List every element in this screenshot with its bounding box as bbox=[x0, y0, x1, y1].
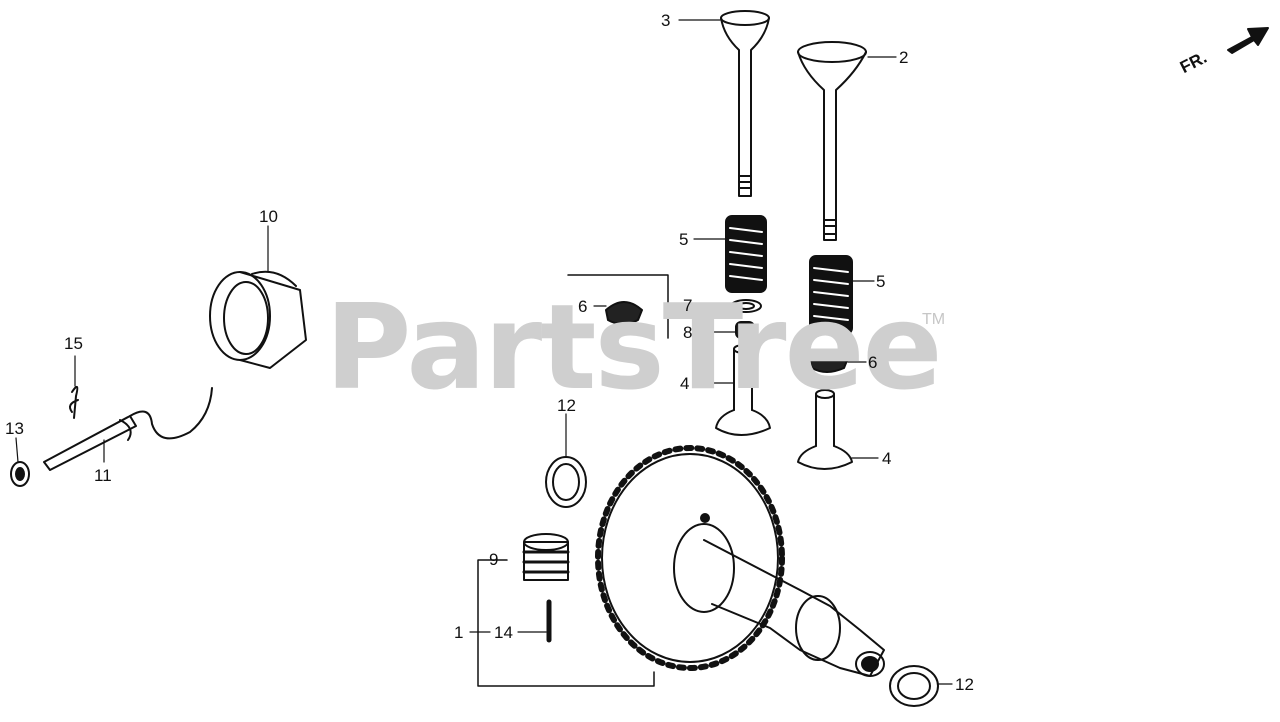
callout-13: 13 bbox=[5, 419, 24, 438]
part-6-spring-retainer bbox=[807, 349, 849, 373]
part-12-thrust-washer bbox=[545, 456, 587, 508]
callout-14: 14 bbox=[494, 623, 513, 642]
callout-11: 11 bbox=[94, 466, 112, 485]
callout-6: 6 bbox=[868, 353, 878, 372]
part-5-valve-spring bbox=[809, 255, 853, 335]
part-2-valve bbox=[797, 41, 867, 241]
callout-6: 6 bbox=[578, 297, 588, 316]
callout-12: 12 bbox=[955, 675, 974, 694]
group-bracket bbox=[477, 559, 655, 687]
part-8-cotter bbox=[735, 321, 755, 339]
callout-9: 9 bbox=[489, 550, 499, 569]
leader-lines bbox=[15, 19, 953, 685]
part-4-tappet bbox=[715, 344, 771, 436]
callout-7: 7 bbox=[683, 296, 693, 315]
watermark-trademark: TM bbox=[922, 311, 946, 328]
part-15-clip bbox=[69, 385, 79, 419]
callout-4: 4 bbox=[882, 449, 892, 468]
callout-4: 4 bbox=[680, 374, 690, 393]
part-12-thrust-washer bbox=[889, 665, 939, 707]
part-5-valve-spring bbox=[725, 215, 767, 293]
part-6-spring-retainer bbox=[605, 301, 643, 325]
callout-8: 8 bbox=[683, 323, 693, 342]
callout-1: 1 bbox=[454, 623, 464, 642]
group-bracket bbox=[567, 274, 669, 339]
part-1-camshaft bbox=[595, 445, 885, 677]
callout-2: 2 bbox=[899, 48, 909, 67]
callout-3: 3 bbox=[661, 11, 671, 30]
callout-15: 15 bbox=[64, 334, 83, 353]
part-3-valve bbox=[720, 10, 770, 197]
callout-5: 5 bbox=[876, 272, 886, 291]
part-11-governor-arm bbox=[43, 387, 213, 471]
part-9-weight bbox=[522, 533, 570, 581]
callout-5: 5 bbox=[679, 230, 689, 249]
part-13-nut bbox=[10, 461, 30, 487]
callout-10: 10 bbox=[259, 207, 278, 226]
part-4-tappet bbox=[797, 389, 853, 470]
part-7-washer bbox=[730, 299, 762, 313]
front-direction-arrow bbox=[1227, 27, 1269, 54]
callout-12: 12 bbox=[557, 396, 576, 415]
part-10-breather-cover bbox=[209, 270, 307, 369]
